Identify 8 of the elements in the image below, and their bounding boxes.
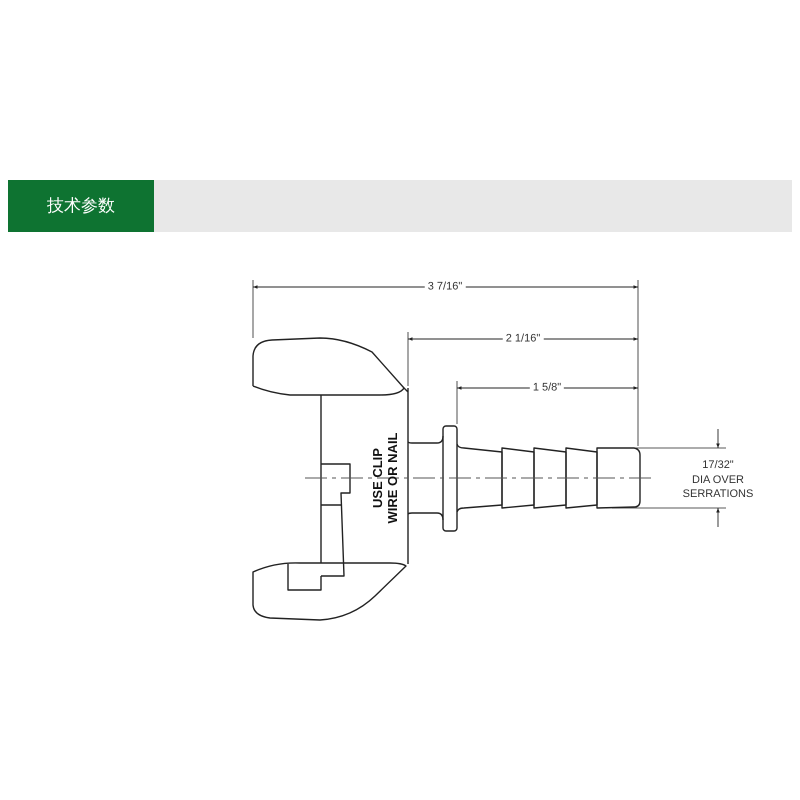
engraved-text: USE CLIP WIRE OR NAIL (370, 432, 400, 526)
dimension-label: 1 5/8" (530, 382, 564, 394)
dimension-label: 3 7/16" (424, 282, 466, 292)
dimension-note: DIA OVER SERRATIONS (682, 473, 754, 501)
section-tab (8, 180, 154, 232)
dimension-label: 2 1/16" (502, 334, 544, 344)
dimension-note: 17/32" (701, 458, 735, 472)
section-title: 技术参数 (47, 195, 115, 218)
